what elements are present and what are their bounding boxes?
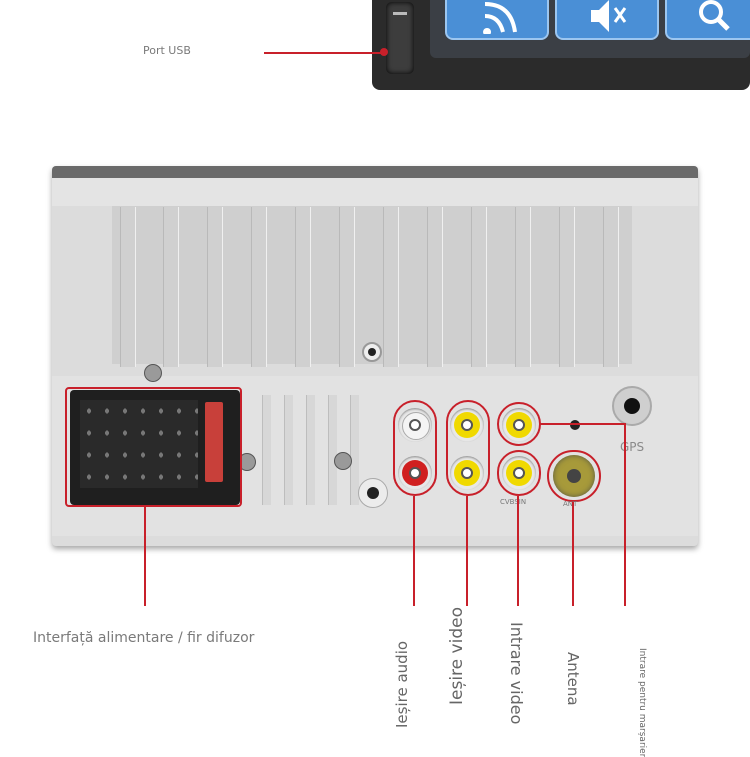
antenna-label: Antena — [564, 652, 582, 706]
power-highlight — [65, 387, 242, 507]
cvbsin-mark: CVBSIN — [500, 498, 527, 506]
screen — [430, 0, 750, 58]
mute-tile[interactable] — [555, 0, 659, 40]
antenna-highlight — [547, 450, 601, 502]
fuse — [205, 402, 223, 482]
mic-jack[interactable] — [358, 478, 388, 508]
screw-icon — [144, 364, 162, 382]
power-label: Interfață alimentare / fir difuzor — [33, 630, 255, 646]
video-out-label: Ieșire video — [447, 607, 467, 705]
power-connector[interactable] — [70, 390, 240, 505]
audio-out-highlight — [393, 400, 437, 496]
audio-out-label: Ieșire audio — [393, 640, 411, 728]
wifi-icon — [483, 2, 517, 34]
video-in-highlight — [497, 450, 541, 496]
head-unit-front — [372, 0, 750, 90]
wifi-tile[interactable] — [445, 0, 549, 40]
gps-mark: GPS — [620, 440, 645, 454]
screw-icon — [334, 452, 352, 470]
mute-icon — [591, 0, 627, 32]
usb-pointer — [264, 52, 384, 54]
video-in-label: Intrare video — [507, 622, 526, 725]
ant-mark: ANT — [563, 500, 578, 508]
usb-pointer-dot — [380, 48, 388, 56]
usb-port[interactable] — [386, 2, 414, 74]
search-tile[interactable] — [665, 0, 750, 40]
panel-screw-hole — [362, 342, 382, 362]
video-out-highlight — [446, 400, 490, 496]
reverse-in-label: Intrare pentru marșarier — [637, 648, 647, 757]
usb-label: Port USB — [143, 44, 191, 57]
search-icon — [699, 0, 730, 31]
reverse-in-highlight — [497, 402, 541, 446]
gps-port[interactable] — [612, 386, 652, 426]
